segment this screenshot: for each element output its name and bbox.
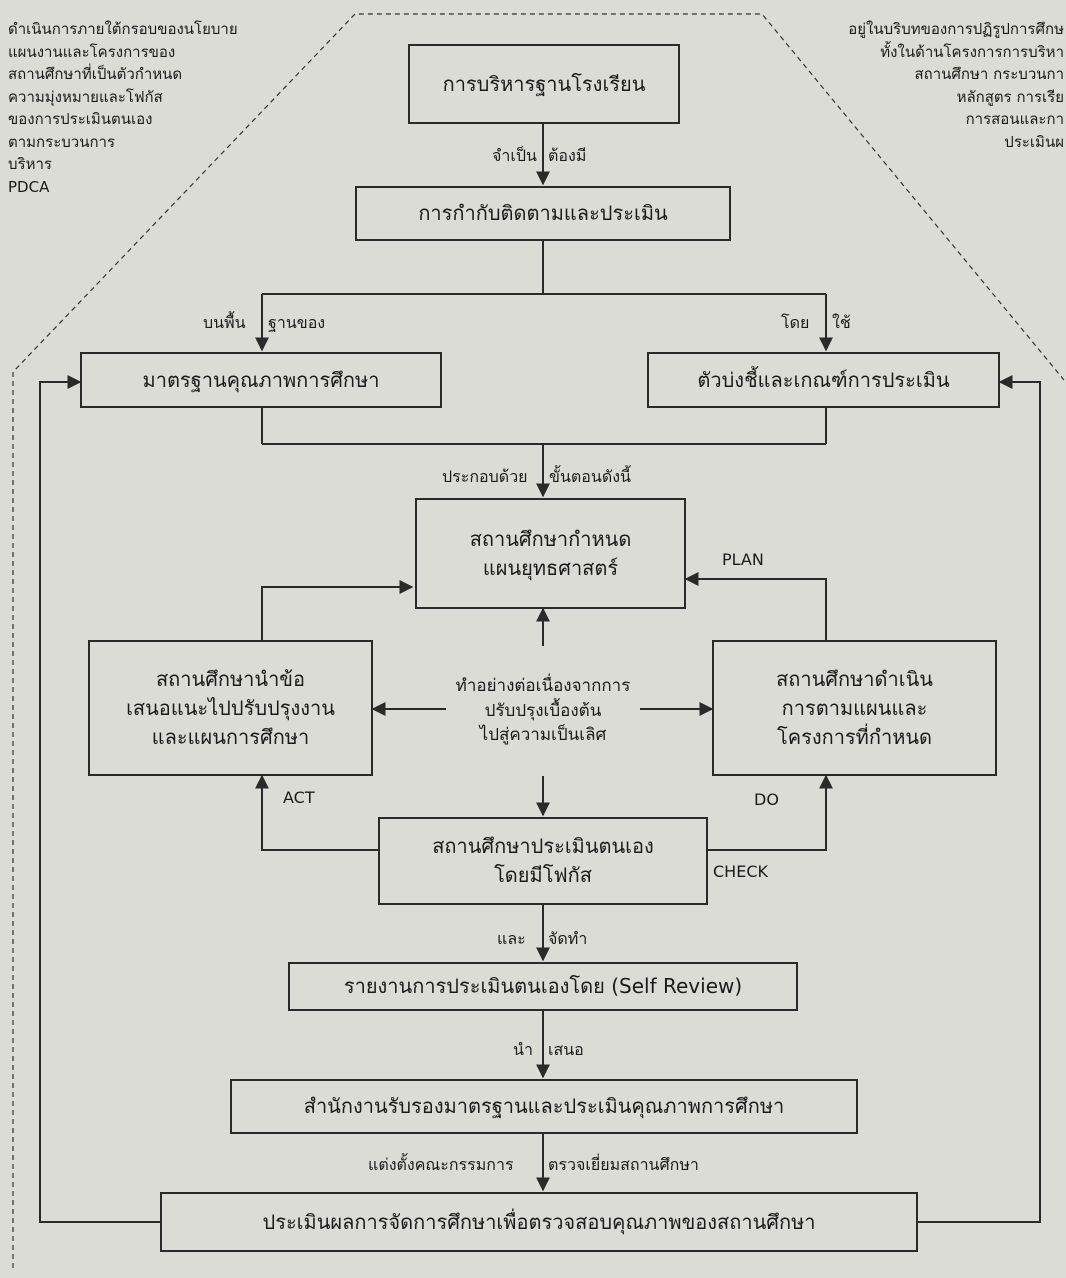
note-right-line: ประเมินผ	[1004, 132, 1064, 151]
note-left-line: ดำเนินการภายใต้กรอบของนโยบาย	[8, 20, 238, 38]
box-label: สถานศึกษาประเมินตนเอง โดยมีโฟกัส	[432, 834, 654, 887]
box-plan: สถานศึกษากำหนด แผนยุทธศาสตร์	[415, 498, 686, 609]
box-quality-evaluation: ประเมินผลการจัดการศึกษาเพื่อตรวจสอบคุณภา…	[160, 1192, 918, 1252]
box-act: สถานศึกษานำข้อ เสนอแนะไปปรับปรุงงาน และแ…	[88, 640, 373, 776]
note-left-line: ตามกระบวนการ	[8, 132, 116, 151]
center-note-text: ทำอย่างต่อเนื่องจากการ ปรับปรุงเบื้องต้น…	[455, 676, 631, 746]
box-label: สถานศึกษากำหนด แผนยุทธศาสตร์	[469, 526, 632, 580]
box-onesqa-office: สำนักงานรับรองมาตรฐานและประเมินคุณภาพการ…	[230, 1079, 858, 1134]
label-make-a: และ	[497, 929, 526, 948]
label-using-a: โดย	[781, 313, 810, 332]
label-must-b: ต้องมี	[548, 146, 587, 165]
label-steps-a: ประกอบด้วย	[442, 467, 528, 486]
label-plan: PLAN	[722, 550, 764, 569]
box-label: สำนักงานรับรองมาตรฐานและประเมินคุณภาพการ…	[303, 1094, 785, 1118]
label-basis-b: ฐานของ	[268, 313, 326, 332]
center-note: ทำอย่างต่อเนื่องจากการ ปรับปรุงเบื้องต้น…	[446, 646, 640, 776]
note-right-line: สถานศึกษา กระบวนกา	[914, 65, 1065, 83]
arrow-do-plan	[684, 572, 827, 640]
label-present-b: เสนอ	[548, 1040, 584, 1059]
label-check: CHECK	[713, 862, 768, 881]
box-label: สถานศึกษานำข้อ เสนอแนะไปปรับปรุงงาน และแ…	[126, 666, 335, 749]
note-right-line: การสอนและกา	[965, 110, 1064, 128]
label-appoint-b: ตรวจเยี่ยมสถานศึกษา	[548, 1155, 699, 1174]
note-left-line: PDCA	[8, 177, 50, 196]
box-school-based-management: การบริหารฐานโรงเรียน	[408, 44, 680, 124]
box-label: สถานศึกษาดำเนิน การตามแผนและ โครงการที่ก…	[776, 666, 933, 749]
box-label: ประเมินผลการจัดการศึกษาเพื่อตรวจสอบคุณภา…	[262, 1209, 816, 1234]
dashed-outline	[12, 13, 1065, 1268]
note-left: ดำเนินการภายใต้กรอบของนโยบาย แผนงานและโค…	[8, 18, 238, 198]
label-using-b: ใช้	[832, 313, 851, 332]
box-monitoring-evaluation: การกำกับติดตามและประเมิน	[355, 186, 731, 241]
box-label: การกำกับติดตามและประเมิน	[418, 201, 668, 225]
box-check: สถานศึกษาประเมินตนเอง โดยมีโฟกัส	[378, 817, 708, 905]
arrow-check-act	[255, 774, 378, 851]
note-right: อยู่ในบริบทของการปฏิรูปการศึกษ ทั้งในด้า…	[848, 18, 1064, 153]
label-must-a: จำเป็น	[492, 146, 537, 165]
label-basis-a: บนพื้น	[203, 313, 246, 332]
loop-left	[39, 375, 160, 1223]
note-left-line: แผนงานและโครงการของ	[8, 42, 176, 61]
label-make-b: จัดทำ	[548, 929, 588, 948]
box-label: รายงานการประเมินตนเองโดย (Self Review)	[343, 974, 743, 998]
arrow-act-plan	[261, 580, 414, 640]
note-left-line: บริหาร	[8, 155, 52, 173]
note-left-line: สถานศึกษาที่เป็นตัวกำหนด	[8, 65, 183, 83]
note-right-line: ทั้งในด้านโครงการการบริหา	[880, 42, 1064, 61]
box-label: มาตรฐานคุณภาพการศึกษา	[142, 367, 380, 392]
label-appoint-a: แต่งตั้งคณะกรรมการ	[368, 1155, 514, 1174]
note-left-line: ของการประเมินตนเอง	[8, 110, 153, 128]
label-steps-b: ขั้นตอนดังนี้	[549, 467, 631, 486]
note-right-line: อยู่ในบริบทของการปฏิรูปการศึกษ	[848, 20, 1064, 38]
note-left-line: ความมุ่งหมายและโฟกัส	[8, 87, 163, 106]
box-self-review-report: รายงานการประเมินตนเองโดย (Self Review)	[288, 962, 798, 1011]
box-label: ตัวบ่งชี้และเกณฑ์การประเมิน	[697, 367, 950, 392]
label-do: DO	[754, 790, 779, 809]
box-education-standards: มาตรฐานคุณภาพการศึกษา	[80, 352, 442, 408]
label-present-a: นำ	[513, 1040, 533, 1059]
arrow-check-do	[708, 774, 833, 851]
label-act: ACT	[283, 788, 315, 807]
box-do: สถานศึกษาดำเนิน การตามแผนและ โครงการที่ก…	[712, 640, 997, 776]
box-indicators-criteria: ตัวบ่งชี้และเกณฑ์การประเมิน	[647, 352, 1000, 408]
note-right-line: หลักสูตร การเรีย	[956, 87, 1064, 106]
box-label: การบริหารฐานโรงเรียน	[442, 71, 646, 96]
loop-right	[918, 375, 1041, 1223]
